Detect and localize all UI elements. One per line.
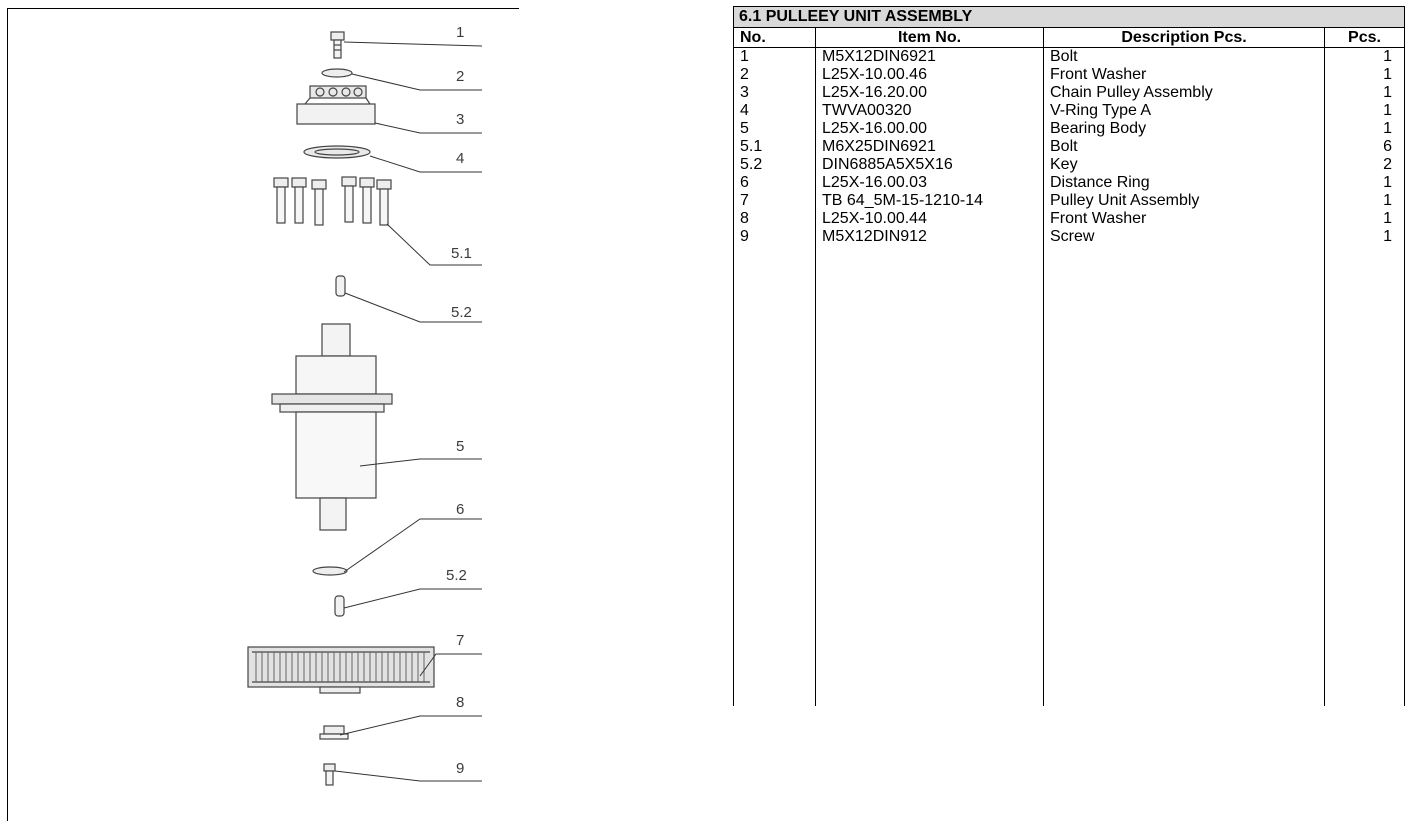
- cell-no: 5.2: [733, 156, 816, 174]
- cell-item: M6X25DIN6921: [815, 138, 1044, 156]
- table-filler-row: [733, 246, 1405, 706]
- cell-pcs: 1: [1324, 192, 1405, 210]
- callout-3: 3: [456, 111, 464, 128]
- cell-item: L25X-16.00.03: [815, 174, 1044, 192]
- exploded-drawing: 1 2 3 4 5.1 5.2 5 6 5.2 7 8 9: [7, 8, 519, 821]
- part-2-washer: [321, 68, 353, 78]
- header-item: Item No.: [815, 27, 1044, 48]
- cell-desc: Front Washer: [1043, 66, 1325, 84]
- cell-desc: Bolt: [1043, 138, 1325, 156]
- cell-no: 5: [733, 120, 816, 138]
- cell-no: 7: [733, 192, 816, 210]
- cell-no: 1: [733, 47, 816, 66]
- cell-item: L25X-10.00.46: [815, 66, 1044, 84]
- cell-pcs: 1: [1324, 120, 1405, 138]
- cell-no: 8: [733, 210, 816, 228]
- cell-no: 3: [733, 84, 816, 102]
- frame-border-top: [7, 8, 519, 9]
- cell-desc: Pulley Unit Assembly: [1043, 192, 1325, 210]
- cell-pcs: 1: [1324, 47, 1405, 66]
- part-5-2-key-top: [335, 275, 346, 297]
- table-header-row: No. Item No. Description Pcs. Pcs.: [733, 27, 1405, 48]
- callout-6: 6: [456, 501, 464, 518]
- cell-item: L25X-16.20.00: [815, 84, 1044, 102]
- table-title-row: 6.1 PULLEEY UNIT ASSEMBLY: [733, 6, 1405, 28]
- callout-8: 8: [456, 694, 464, 711]
- cell-desc: Screw: [1043, 228, 1325, 246]
- drawing-svg: 1 2 3 4 5.1 5.2 5 6 5.2 7 8 9: [247, 24, 483, 786]
- part-3-chain-pulley: [296, 85, 376, 125]
- cell-desc: Chain Pulley Assembly: [1043, 84, 1325, 102]
- cell-pcs: 2: [1324, 156, 1405, 174]
- header-desc: Description Pcs.: [1043, 27, 1325, 48]
- part-6-distance-ring: [312, 566, 348, 576]
- callout-2: 2: [456, 68, 464, 85]
- cell-no: 2: [733, 66, 816, 84]
- cell-desc: V-Ring Type A: [1043, 102, 1325, 120]
- cell-pcs: 6: [1324, 138, 1405, 156]
- part-8-front-washer: [319, 725, 349, 740]
- cell-item: M5X12DIN912: [815, 228, 1044, 246]
- cell-pcs: 1: [1324, 228, 1405, 246]
- cell-item: TB 64_5M-15-1210-14: [815, 192, 1044, 210]
- cell-item: DIN6885A5X5X16: [815, 156, 1044, 174]
- cell-item: M5X12DIN6921: [815, 47, 1044, 66]
- cell-desc: Bearing Body: [1043, 120, 1325, 138]
- callout-7: 7: [456, 632, 464, 649]
- callout-labels: 1 2 3 4 5.1 5.2 5 6 5.2 7 8 9: [446, 24, 472, 777]
- table-title: 6.1 PULLEEY UNIT ASSEMBLY: [733, 6, 1405, 28]
- cell-no: 4: [733, 102, 816, 120]
- frame-border-left: [7, 8, 8, 821]
- cell-no: 9: [733, 228, 816, 246]
- part-4-v-ring: [303, 145, 371, 159]
- part-9-screw: [323, 763, 336, 786]
- cell-pcs: 1: [1324, 66, 1405, 84]
- callout-4: 4: [456, 150, 464, 167]
- callout-5-1: 5.1: [451, 245, 472, 262]
- cell-desc: Distance Ring: [1043, 174, 1325, 192]
- empty-cell: [815, 246, 1044, 706]
- cell-desc: Key: [1043, 156, 1325, 174]
- parts-table: 6.1 PULLEEY UNIT ASSEMBLY No. Item No. D…: [733, 6, 1405, 706]
- empty-cell: [1324, 246, 1405, 706]
- cell-pcs: 1: [1324, 84, 1405, 102]
- part-1-bolt: [330, 31, 345, 59]
- callout-1: 1: [456, 24, 464, 41]
- cell-pcs: 1: [1324, 174, 1405, 192]
- part-7-toothed-pulley: [247, 646, 435, 694]
- part-5-2-key-bottom: [334, 595, 345, 617]
- cell-pcs: 1: [1324, 102, 1405, 120]
- empty-cell: [733, 246, 816, 706]
- cell-no: 5.1: [733, 138, 816, 156]
- header-no: No.: [733, 27, 816, 48]
- callout-9: 9: [456, 760, 464, 777]
- cell-item: L25X-16.00.00: [815, 120, 1044, 138]
- cell-item: L25X-10.00.44: [815, 210, 1044, 228]
- empty-cell: [1043, 246, 1325, 706]
- callout-5: 5: [456, 438, 464, 455]
- part-5-bearing-body: [271, 323, 393, 531]
- header-pcs: Pcs.: [1324, 27, 1405, 48]
- callout-5-2: 5.2: [451, 304, 472, 321]
- cell-no: 6: [733, 174, 816, 192]
- cell-desc: Bolt: [1043, 47, 1325, 66]
- cell-desc: Front Washer: [1043, 210, 1325, 228]
- callout-5-2-b: 5.2: [446, 567, 467, 584]
- part-5-1-bolts: [273, 176, 392, 226]
- cell-item: TWVA00320: [815, 102, 1044, 120]
- leader-lines: [334, 41, 483, 782]
- cell-pcs: 1: [1324, 210, 1405, 228]
